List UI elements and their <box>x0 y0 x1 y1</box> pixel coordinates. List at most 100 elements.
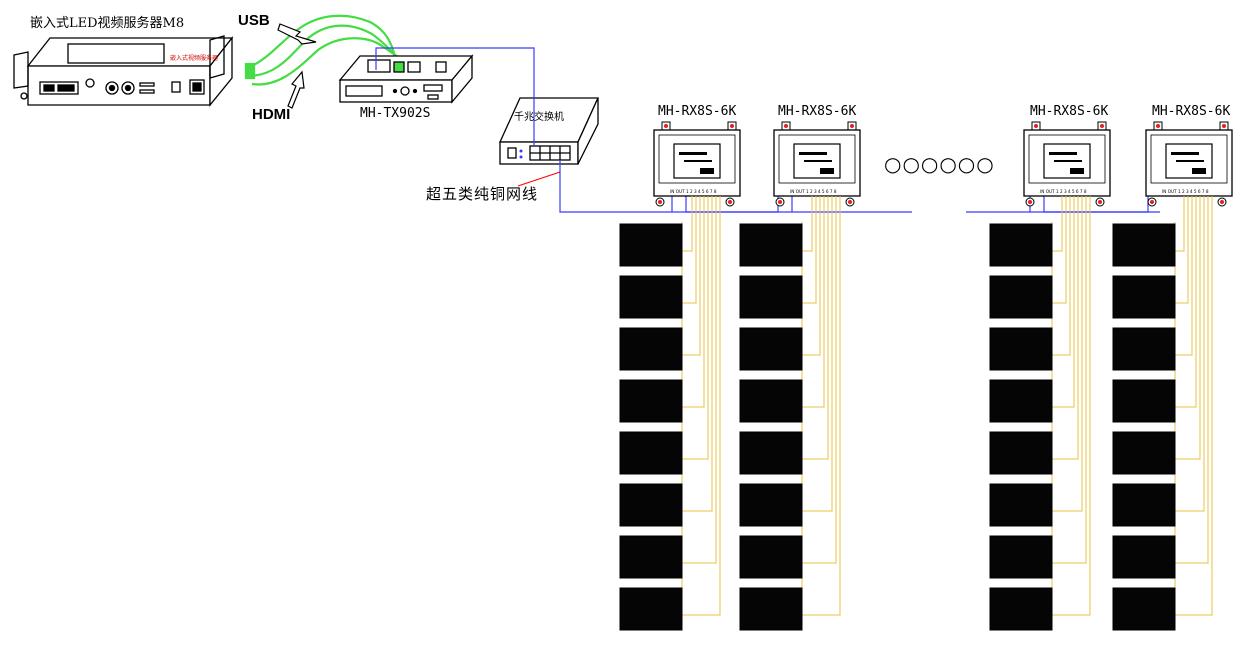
output-wire <box>682 196 705 408</box>
led-panel <box>619 587 683 631</box>
led-panel <box>1112 223 1176 267</box>
usb-label: USB <box>238 12 270 29</box>
output-wire <box>682 196 717 564</box>
mount-hole <box>664 124 668 128</box>
mount-hole <box>784 124 788 128</box>
mount-hole <box>1150 200 1154 204</box>
led-panel <box>1112 275 1176 319</box>
mount-hole <box>1222 124 1226 128</box>
receiver-label: MH-RX8S-6K <box>778 104 857 119</box>
led-panel <box>619 327 683 371</box>
receiver-ports-text: IN OUT 1 2 3 4 5 6 7 8 <box>670 189 717 194</box>
sender-label: MH-TX902S <box>360 106 431 121</box>
mount-hole <box>1220 200 1224 204</box>
mount-hole <box>1034 124 1038 128</box>
output-wire <box>682 196 701 356</box>
nameplate-logo <box>1070 168 1084 174</box>
output-wire <box>1052 196 1071 356</box>
output-wire <box>1175 196 1189 304</box>
sender-tx902s <box>338 54 474 104</box>
output-wire <box>1052 196 1075 408</box>
led-panels <box>619 223 1176 631</box>
output-wire <box>1052 196 1091 616</box>
led-panel <box>1112 431 1176 475</box>
led-panel <box>1112 379 1176 423</box>
receiver-ports-text: IN OUT 1 2 3 4 5 6 7 8 <box>790 189 837 194</box>
output-wire <box>1175 196 1205 512</box>
led-panel <box>989 431 1053 475</box>
mount-hole <box>778 200 782 204</box>
receiver-ports-text: IN OUT 1 2 3 4 5 6 7 8 <box>1040 189 1087 194</box>
output-wire <box>802 196 817 304</box>
receiver-label: MH-RX8S-6K <box>1030 104 1109 119</box>
led-panel <box>619 483 683 527</box>
led-panel <box>619 535 683 579</box>
output-wire <box>1052 196 1079 460</box>
nameplate-text-bar <box>679 152 707 155</box>
output-wire <box>802 196 841 616</box>
nameplate-text-bar <box>684 160 712 162</box>
led-panel <box>1112 535 1176 579</box>
led-panel <box>989 587 1053 631</box>
receivers-layer: IN OUT 1 2 3 4 5 6 7 8 IN OUT 1 2 3 4 5 6… <box>653 121 1233 207</box>
output-wire <box>802 196 821 356</box>
receiver-mh-rx8s-6k: IN OUT 1 2 3 4 5 6 7 8 <box>1023 121 1111 207</box>
output-wires <box>681 196 1213 630</box>
led-panel <box>989 483 1053 527</box>
mount-hole <box>730 124 734 128</box>
mount-hole <box>658 200 662 204</box>
gigabit-switch <box>498 97 600 165</box>
led-panel <box>989 223 1053 267</box>
mount-hole <box>848 200 852 204</box>
output-wire <box>802 196 825 408</box>
output-wire <box>682 196 709 460</box>
usb-hdmi-cables <box>244 14 405 86</box>
server-panel-text: 嵌入式视频服务器 <box>170 54 218 62</box>
receiver-inner-frame <box>658 134 736 184</box>
receiver-mh-rx8s-6k: IN OUT 1 2 3 4 5 6 7 8 <box>773 121 861 207</box>
ethernet-annotation-line <box>517 171 561 187</box>
nameplate-text-bar <box>1054 160 1082 162</box>
led-panel <box>989 327 1053 371</box>
led-panel <box>739 223 803 267</box>
usb-arrow <box>277 23 317 45</box>
led-panel <box>739 431 803 475</box>
mount-hole <box>728 200 732 204</box>
nameplate-text-bar <box>804 160 832 162</box>
output-wire <box>1175 196 1209 564</box>
receiver-label: MH-RX8S-6K <box>1152 104 1231 119</box>
led-panel <box>619 275 683 319</box>
mount-hole <box>1156 124 1160 128</box>
led-panel <box>989 535 1053 579</box>
led-panel <box>739 535 803 579</box>
led-panel <box>739 327 803 371</box>
hdmi-label: HDMI <box>252 106 291 123</box>
receiver-mh-rx8s-6k: IN OUT 1 2 3 4 5 6 7 8 <box>1145 121 1233 207</box>
output-wire <box>802 196 829 460</box>
output-wire <box>682 196 721 616</box>
led-panel <box>739 275 803 319</box>
server-label: 嵌入式LED视频服务器M8 <box>30 16 185 31</box>
output-wire <box>1052 196 1067 304</box>
output-wire <box>802 196 837 564</box>
led-panel <box>619 379 683 423</box>
led-panel <box>739 379 803 423</box>
led-panel <box>619 223 683 267</box>
led-panel <box>619 431 683 475</box>
receiver-inner-frame <box>778 134 856 184</box>
receiver-inner-frame <box>1028 134 1106 184</box>
switch-led <box>519 149 523 153</box>
switch-label: 千兆交换机 <box>514 112 564 123</box>
output-wire <box>1175 196 1197 408</box>
mount-hole <box>1028 200 1032 204</box>
output-wire <box>802 196 813 252</box>
led-panel <box>989 275 1053 319</box>
output-wire <box>1175 196 1201 460</box>
nameplate-logo <box>1192 168 1206 174</box>
output-wire <box>682 196 713 512</box>
output-wire <box>1175 196 1213 616</box>
output-wire <box>1175 196 1193 356</box>
nameplate-text-bar <box>1171 152 1199 155</box>
nameplate-logo <box>700 168 714 174</box>
